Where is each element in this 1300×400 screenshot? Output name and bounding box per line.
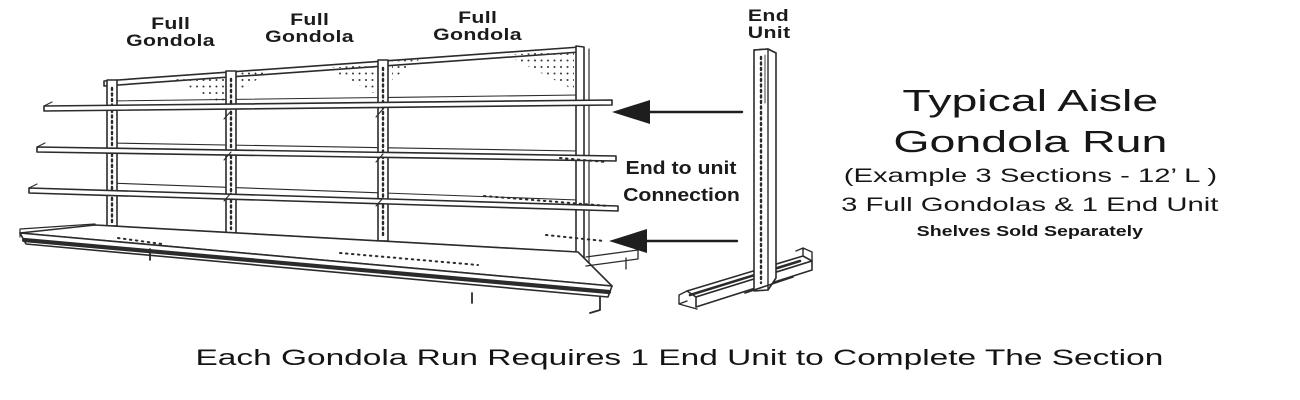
section-label-2-line2: Gondola bbox=[265, 27, 355, 46]
gondola-run-drawing bbox=[19, 45, 639, 314]
section-label-3-line2: Gondola bbox=[433, 25, 523, 44]
section-label-2: Full Gondola bbox=[230, 11, 390, 45]
end-unit-label-line2: Unit bbox=[747, 23, 791, 42]
section-label-1-line1: Full bbox=[151, 14, 191, 33]
title-line-1: Typical Aisle bbox=[902, 83, 1158, 118]
title-block: Typical Aisle Gondola Run (Example 3 Sec… bbox=[770, 80, 1290, 245]
title-line-5: Shelves Sold Separately bbox=[916, 224, 1144, 240]
section-label-3: Full Gondola bbox=[398, 9, 558, 43]
end-panel-foot bbox=[585, 249, 639, 270]
connection-arrows bbox=[609, 100, 744, 253]
left-arrow-icon bbox=[609, 229, 739, 253]
connection-label-line1: End to unit bbox=[625, 158, 737, 178]
end-unit-foot bbox=[678, 247, 813, 310]
section-label-1: Full Gondola bbox=[91, 15, 251, 49]
end-unit-label: End Unit bbox=[689, 7, 849, 41]
title-line-3: (Example 3 Sections - 12’ L ) bbox=[843, 165, 1217, 187]
connection-label-line2: Connection bbox=[622, 185, 740, 205]
end-unit-label-line1: End bbox=[748, 6, 790, 25]
section-label-3-line1: Full bbox=[458, 8, 498, 27]
base-deck bbox=[19, 157, 613, 314]
shelf-back-edges bbox=[107, 94, 579, 201]
top-rail bbox=[103, 46, 581, 87]
shelves bbox=[28, 99, 619, 212]
bottom-caption-text: Each Gondola Run Requires 1 End Unit to … bbox=[195, 345, 1163, 370]
section-label-2-line1: Full bbox=[290, 10, 330, 29]
section-label-1-line2: Gondola bbox=[126, 31, 216, 50]
title-line-4: 3 Full Gondolas & 1 End Unit bbox=[841, 194, 1219, 216]
end-unit-drawing bbox=[678, 48, 813, 310]
left-arrow-icon bbox=[612, 100, 744, 124]
connection-label: End to unit Connection bbox=[591, 155, 771, 209]
title-line-2: Gondola Run bbox=[892, 124, 1168, 159]
end-unit-post bbox=[753, 48, 777, 292]
bottom-caption: Each Gondola Run Requires 1 End Unit to … bbox=[58, 344, 1300, 372]
